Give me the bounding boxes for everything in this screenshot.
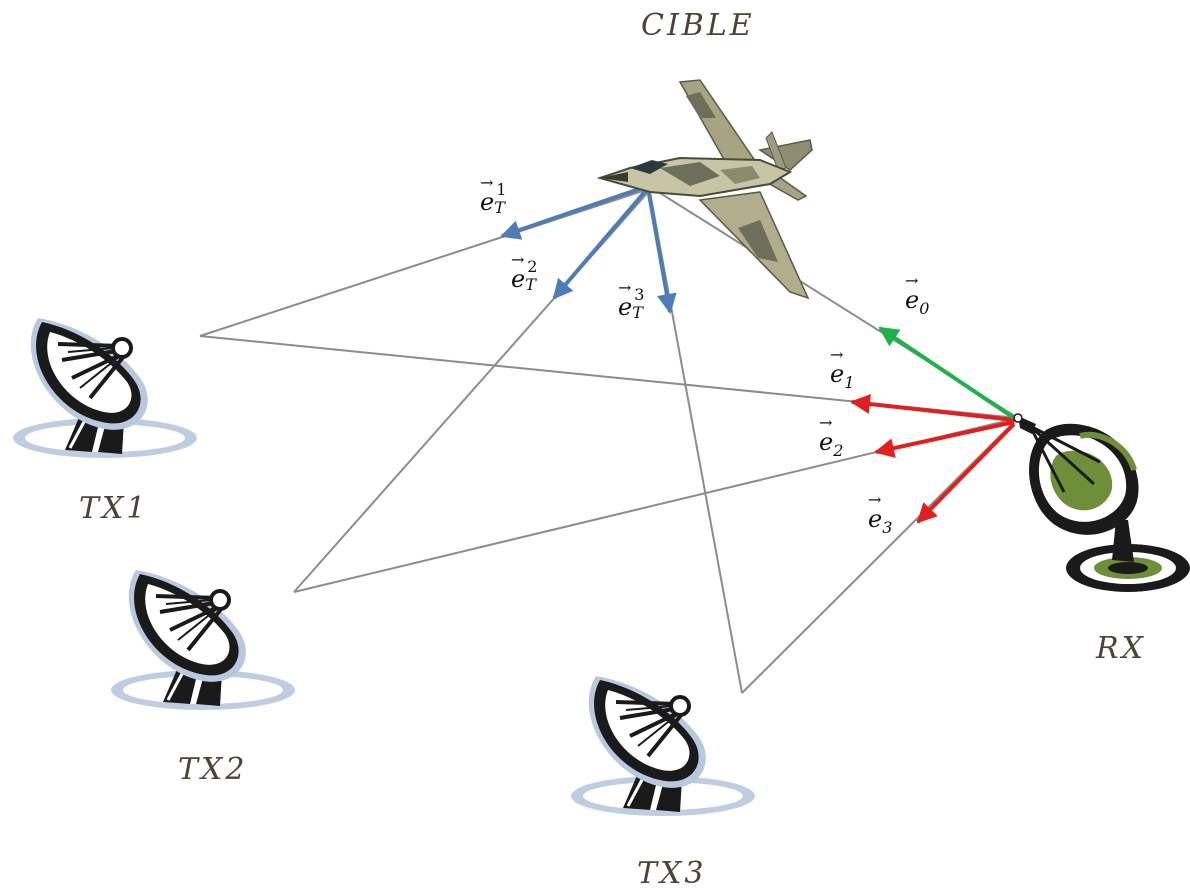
vector-arrow-glyph: → [830, 345, 844, 364]
vector-e2-arrow [874, 420, 1015, 458]
vector-arrow-glyph: → [819, 413, 833, 432]
vector-e3-arrow [916, 422, 1016, 524]
vector-subscript: 3 [882, 518, 893, 537]
vector-arrow-glyph: → [480, 173, 494, 192]
vector-subscript: 1 [844, 373, 855, 392]
vector-e0-arrow [878, 326, 1016, 420]
target-label: CIBLE [641, 8, 755, 43]
vector-symbol: e [819, 428, 834, 456]
vector-subscript: T [494, 198, 505, 217]
vector-eT2-arrow [552, 186, 650, 300]
receiver-tx-vectors [850, 394, 1016, 524]
vector-e1-arrow [850, 394, 1015, 422]
vector-symbol: e [868, 505, 883, 533]
vector-e1-label: →e1 [830, 347, 855, 392]
vector-symbol: e [480, 188, 495, 216]
vector-arrow-glyph: → [511, 250, 525, 269]
tx1-label: TX1 [79, 491, 149, 526]
vector-e3-label: →e3 [868, 492, 893, 537]
tx2-label: TX2 [178, 752, 248, 787]
vector-e2-label: →e2 [819, 415, 844, 460]
vector-eT1-arrow [500, 184, 649, 240]
vector-subscript: T [525, 275, 536, 294]
vector-e0-label: →e0 [905, 273, 930, 318]
vector-symbol: e [830, 360, 845, 388]
vector-arrow-glyph: → [618, 278, 632, 297]
satellite-dish-receiver-icon [1013, 413, 1190, 592]
satellite-dish-icon [109, 568, 297, 712]
rx-label: RX [1096, 631, 1146, 666]
line-tx1-target [199, 187, 653, 337]
vector-symbol: e [618, 293, 633, 321]
target-vectors [500, 184, 677, 314]
vector-arrow-glyph: → [868, 490, 882, 509]
tx3-label: TX3 [637, 856, 707, 891]
vector-superscript: 3 [634, 285, 645, 304]
vector-symbol: e [511, 265, 526, 293]
vector-subscript: 0 [919, 299, 930, 318]
satellite-dish-icon [11, 316, 199, 460]
vector-eT3-arrow [646, 187, 677, 314]
vector-superscript: 2 [527, 257, 538, 276]
fighter-jet-icon [596, 79, 813, 300]
satellite-dish-icon [569, 674, 757, 818]
vector-symbol: e [905, 286, 920, 314]
vector-superscript: 1 [496, 180, 507, 199]
vector-arrow-glyph: → [905, 271, 919, 290]
vector-subscript: T [632, 303, 643, 322]
vector-subscript: 2 [833, 441, 844, 460]
link-lines [199, 187, 1019, 694]
line-tx3-rx [741, 417, 1019, 694]
